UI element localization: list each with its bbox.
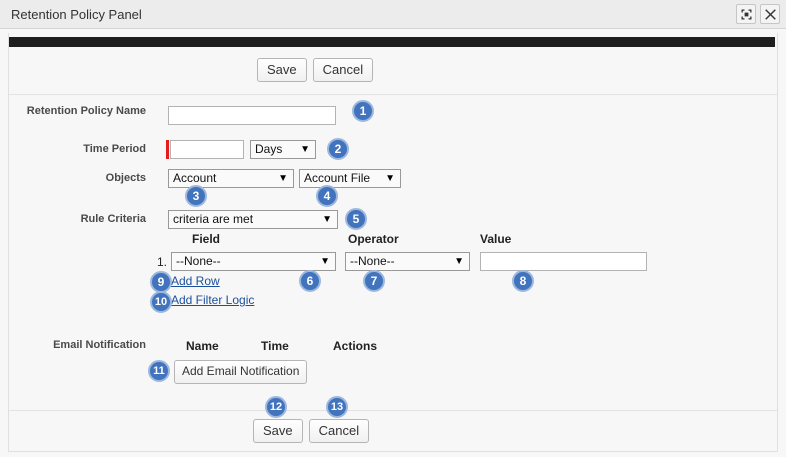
email-col-time-header: Time bbox=[261, 339, 289, 353]
chevron-down-icon: ▼ bbox=[320, 256, 330, 267]
chevron-down-icon: ▼ bbox=[278, 173, 288, 184]
section-header-bar bbox=[9, 37, 775, 47]
time-period-input[interactable] bbox=[170, 140, 244, 159]
badge-9: 9 bbox=[150, 271, 172, 293]
badge-10: 10 bbox=[150, 291, 172, 313]
email-col-name-header: Name bbox=[186, 339, 219, 353]
criteria-operator-select[interactable]: --None-- ▼ bbox=[345, 252, 470, 271]
close-icon bbox=[764, 8, 776, 20]
save-button-top[interactable]: Save bbox=[257, 58, 307, 82]
add-email-notification-button[interactable]: Add Email Notification bbox=[174, 360, 308, 384]
criteria-col-operator-header: Operator bbox=[348, 232, 399, 246]
badge-12: 12 bbox=[265, 396, 287, 418]
window-titlebar: Retention Policy Panel bbox=[0, 0, 786, 29]
criteria-operator-value: --None-- bbox=[350, 254, 395, 268]
retention-policy-name-input[interactable] bbox=[168, 106, 336, 125]
rule-criteria-select[interactable]: criteria are met ▼ bbox=[168, 210, 338, 229]
badge-1: 1 bbox=[352, 100, 374, 122]
criteria-col-field-header: Field bbox=[192, 232, 221, 246]
toolbar-bottom: Save Cancel bbox=[253, 419, 370, 443]
time-period-unit-value: Days bbox=[255, 142, 283, 156]
expand-button[interactable] bbox=[736, 4, 756, 24]
objects-primary-value: Account bbox=[173, 171, 217, 185]
criteria-row-index: 1. bbox=[157, 255, 168, 269]
email-notification-label: Email Notification bbox=[53, 339, 146, 351]
criteria-value-input[interactable] bbox=[480, 252, 647, 271]
time-period-unit-select[interactable]: Days ▼ bbox=[250, 140, 316, 159]
divider-bottom bbox=[9, 410, 777, 411]
close-button[interactable] bbox=[760, 4, 780, 24]
objects-primary-select[interactable]: Account ▼ bbox=[168, 169, 294, 188]
objects-label: Objects bbox=[105, 172, 146, 184]
badge-3: 3 bbox=[185, 185, 207, 207]
divider-top bbox=[9, 94, 777, 95]
objects-secondary-value: Account File bbox=[304, 171, 371, 185]
objects-secondary-select[interactable]: Account File ▼ bbox=[299, 169, 401, 188]
criteria-col-value-header: Value bbox=[480, 232, 512, 246]
panel-body bbox=[8, 33, 778, 452]
expand-icon bbox=[741, 9, 752, 20]
badge-8: 8 bbox=[512, 270, 534, 292]
criteria-field-value: --None-- bbox=[176, 254, 221, 268]
window-title: Retention Policy Panel bbox=[11, 7, 142, 22]
badge-11: 11 bbox=[148, 360, 170, 382]
badge-6: 6 bbox=[299, 270, 321, 292]
time-period-label: Time Period bbox=[83, 143, 146, 155]
badge-7: 7 bbox=[363, 270, 385, 292]
toolbar-top: Save Cancel bbox=[257, 58, 374, 82]
badge-13: 13 bbox=[326, 396, 348, 418]
cancel-button-top[interactable]: Cancel bbox=[312, 58, 374, 82]
time-period-required-marker bbox=[166, 140, 169, 159]
badge-2: 2 bbox=[327, 138, 349, 160]
save-button-bottom[interactable]: Save bbox=[253, 419, 303, 443]
rule-criteria-label: Rule Criteria bbox=[80, 213, 146, 225]
email-col-actions-header: Actions bbox=[333, 339, 378, 353]
badge-4: 4 bbox=[316, 185, 338, 207]
add-row-link[interactable]: Add Row bbox=[171, 274, 220, 288]
rule-criteria-value: criteria are met bbox=[173, 212, 254, 226]
chevron-down-icon: ▼ bbox=[454, 256, 464, 267]
criteria-field-select[interactable]: --None-- ▼ bbox=[171, 252, 336, 271]
add-filter-logic-link[interactable]: Add Filter Logic bbox=[171, 293, 255, 307]
window-controls bbox=[736, 4, 780, 24]
chevron-down-icon: ▼ bbox=[385, 173, 395, 184]
cancel-button-bottom[interactable]: Cancel bbox=[308, 419, 370, 443]
badge-5: 5 bbox=[345, 208, 367, 230]
chevron-down-icon: ▼ bbox=[322, 214, 332, 225]
chevron-down-icon: ▼ bbox=[300, 144, 310, 155]
retention-policy-name-label: Retention Policy Name bbox=[26, 105, 146, 117]
